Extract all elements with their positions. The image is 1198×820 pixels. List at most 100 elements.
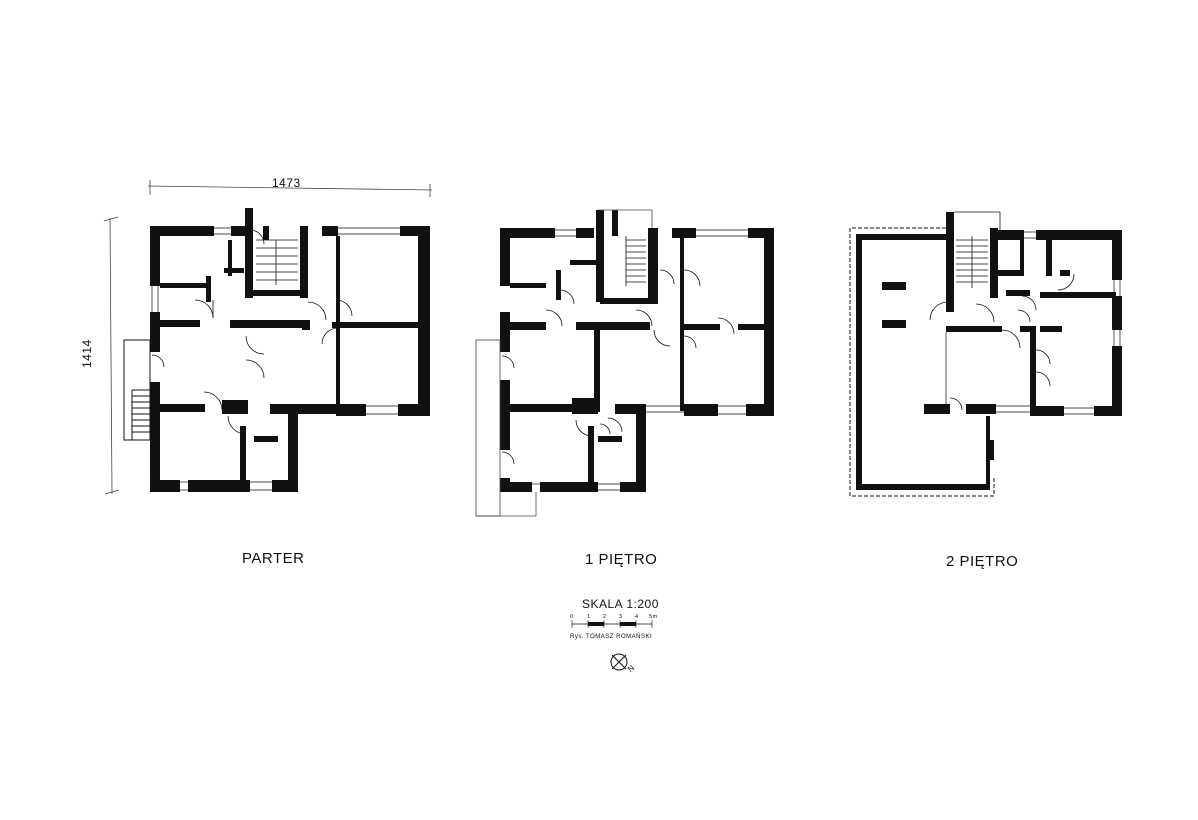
wall	[248, 290, 308, 296]
wall	[882, 320, 906, 328]
wall	[1040, 292, 1116, 298]
wall	[300, 226, 308, 298]
plan-pietro-1	[475, 209, 774, 517]
wall	[576, 322, 650, 330]
wall	[1034, 406, 1064, 416]
wall	[322, 226, 338, 236]
door-swings	[929, 273, 1075, 411]
wall	[684, 404, 718, 416]
wall	[150, 402, 160, 492]
wall	[856, 234, 862, 490]
wall	[1040, 326, 1062, 332]
wall	[263, 226, 269, 240]
windows	[532, 229, 748, 491]
wall	[240, 426, 246, 482]
wall	[998, 230, 1024, 240]
wall	[188, 480, 250, 492]
plan-title-pietro-1: 1 PIĘTRO	[585, 551, 658, 568]
wall	[398, 404, 430, 416]
wall	[150, 480, 180, 492]
wall	[302, 320, 310, 330]
scale-tick-label: 2	[603, 614, 607, 620]
wall	[500, 228, 510, 286]
wall	[856, 234, 946, 240]
wall	[588, 426, 594, 484]
wall	[748, 228, 774, 238]
windows	[151, 227, 400, 491]
dimension-height-label: 1414	[80, 339, 94, 368]
wall	[556, 270, 561, 300]
scale-tick-label: 0	[570, 614, 574, 620]
interior-stair	[256, 239, 298, 285]
wall	[160, 404, 205, 412]
wall	[594, 322, 600, 412]
wall	[228, 240, 232, 276]
wall	[946, 326, 1002, 332]
wall	[300, 404, 336, 414]
plan-pietro-2	[849, 211, 1122, 497]
wall	[1020, 326, 1034, 332]
wall	[764, 228, 774, 416]
dimension-height-line	[103, 216, 120, 495]
wall	[576, 228, 594, 238]
wall	[882, 282, 906, 290]
plan-parter	[103, 180, 433, 495]
wall	[160, 320, 200, 327]
wall	[500, 228, 555, 238]
wall	[206, 276, 211, 302]
roof-outline	[849, 227, 995, 497]
wall	[680, 324, 720, 330]
balcony	[475, 209, 653, 517]
wall	[288, 404, 298, 492]
wall	[998, 270, 1022, 276]
wall	[230, 320, 308, 328]
scale-tick-label: 3	[619, 614, 623, 620]
wall	[332, 322, 420, 328]
wall	[672, 228, 696, 238]
interior-stair	[954, 211, 1001, 288]
wall	[856, 484, 990, 490]
wall	[510, 322, 546, 330]
wall	[400, 226, 430, 236]
plan-title-pietro-2: 2 PIĘTRO	[946, 553, 1019, 570]
scale-bar	[571, 620, 653, 628]
door-swings	[501, 269, 735, 465]
scale-tick-label: 1	[587, 614, 591, 620]
wall	[990, 228, 998, 298]
dimension-width-label: 1473	[272, 176, 301, 190]
wall	[1112, 230, 1122, 280]
wall	[150, 382, 160, 402]
wall	[1020, 240, 1024, 276]
wall	[1036, 230, 1122, 240]
wall	[924, 404, 950, 414]
wall	[510, 404, 576, 412]
wall	[150, 226, 214, 236]
wall	[598, 436, 622, 442]
wall	[680, 236, 684, 411]
door-swings	[151, 229, 353, 435]
scale-tick-label: 5m	[649, 614, 658, 620]
wall	[1112, 346, 1122, 416]
scale-tick-label: 4	[635, 614, 639, 620]
north-arrow-icon	[610, 653, 628, 671]
wall	[946, 212, 954, 312]
wall	[966, 404, 996, 414]
windows	[945, 231, 1121, 415]
wall	[746, 404, 774, 416]
wall	[570, 260, 596, 265]
wall	[1006, 290, 1030, 296]
wall	[254, 436, 278, 442]
drawing-credit: Rys. TOMASZ ROMAŃSKI	[570, 634, 653, 640]
wall	[1112, 296, 1122, 330]
wall	[596, 210, 604, 302]
exterior-stair	[123, 339, 151, 441]
wall	[620, 482, 644, 492]
wall	[648, 228, 658, 300]
wall	[600, 298, 658, 304]
wall	[540, 482, 598, 492]
wall	[224, 268, 244, 273]
wall	[1094, 406, 1122, 416]
wall	[500, 312, 510, 352]
